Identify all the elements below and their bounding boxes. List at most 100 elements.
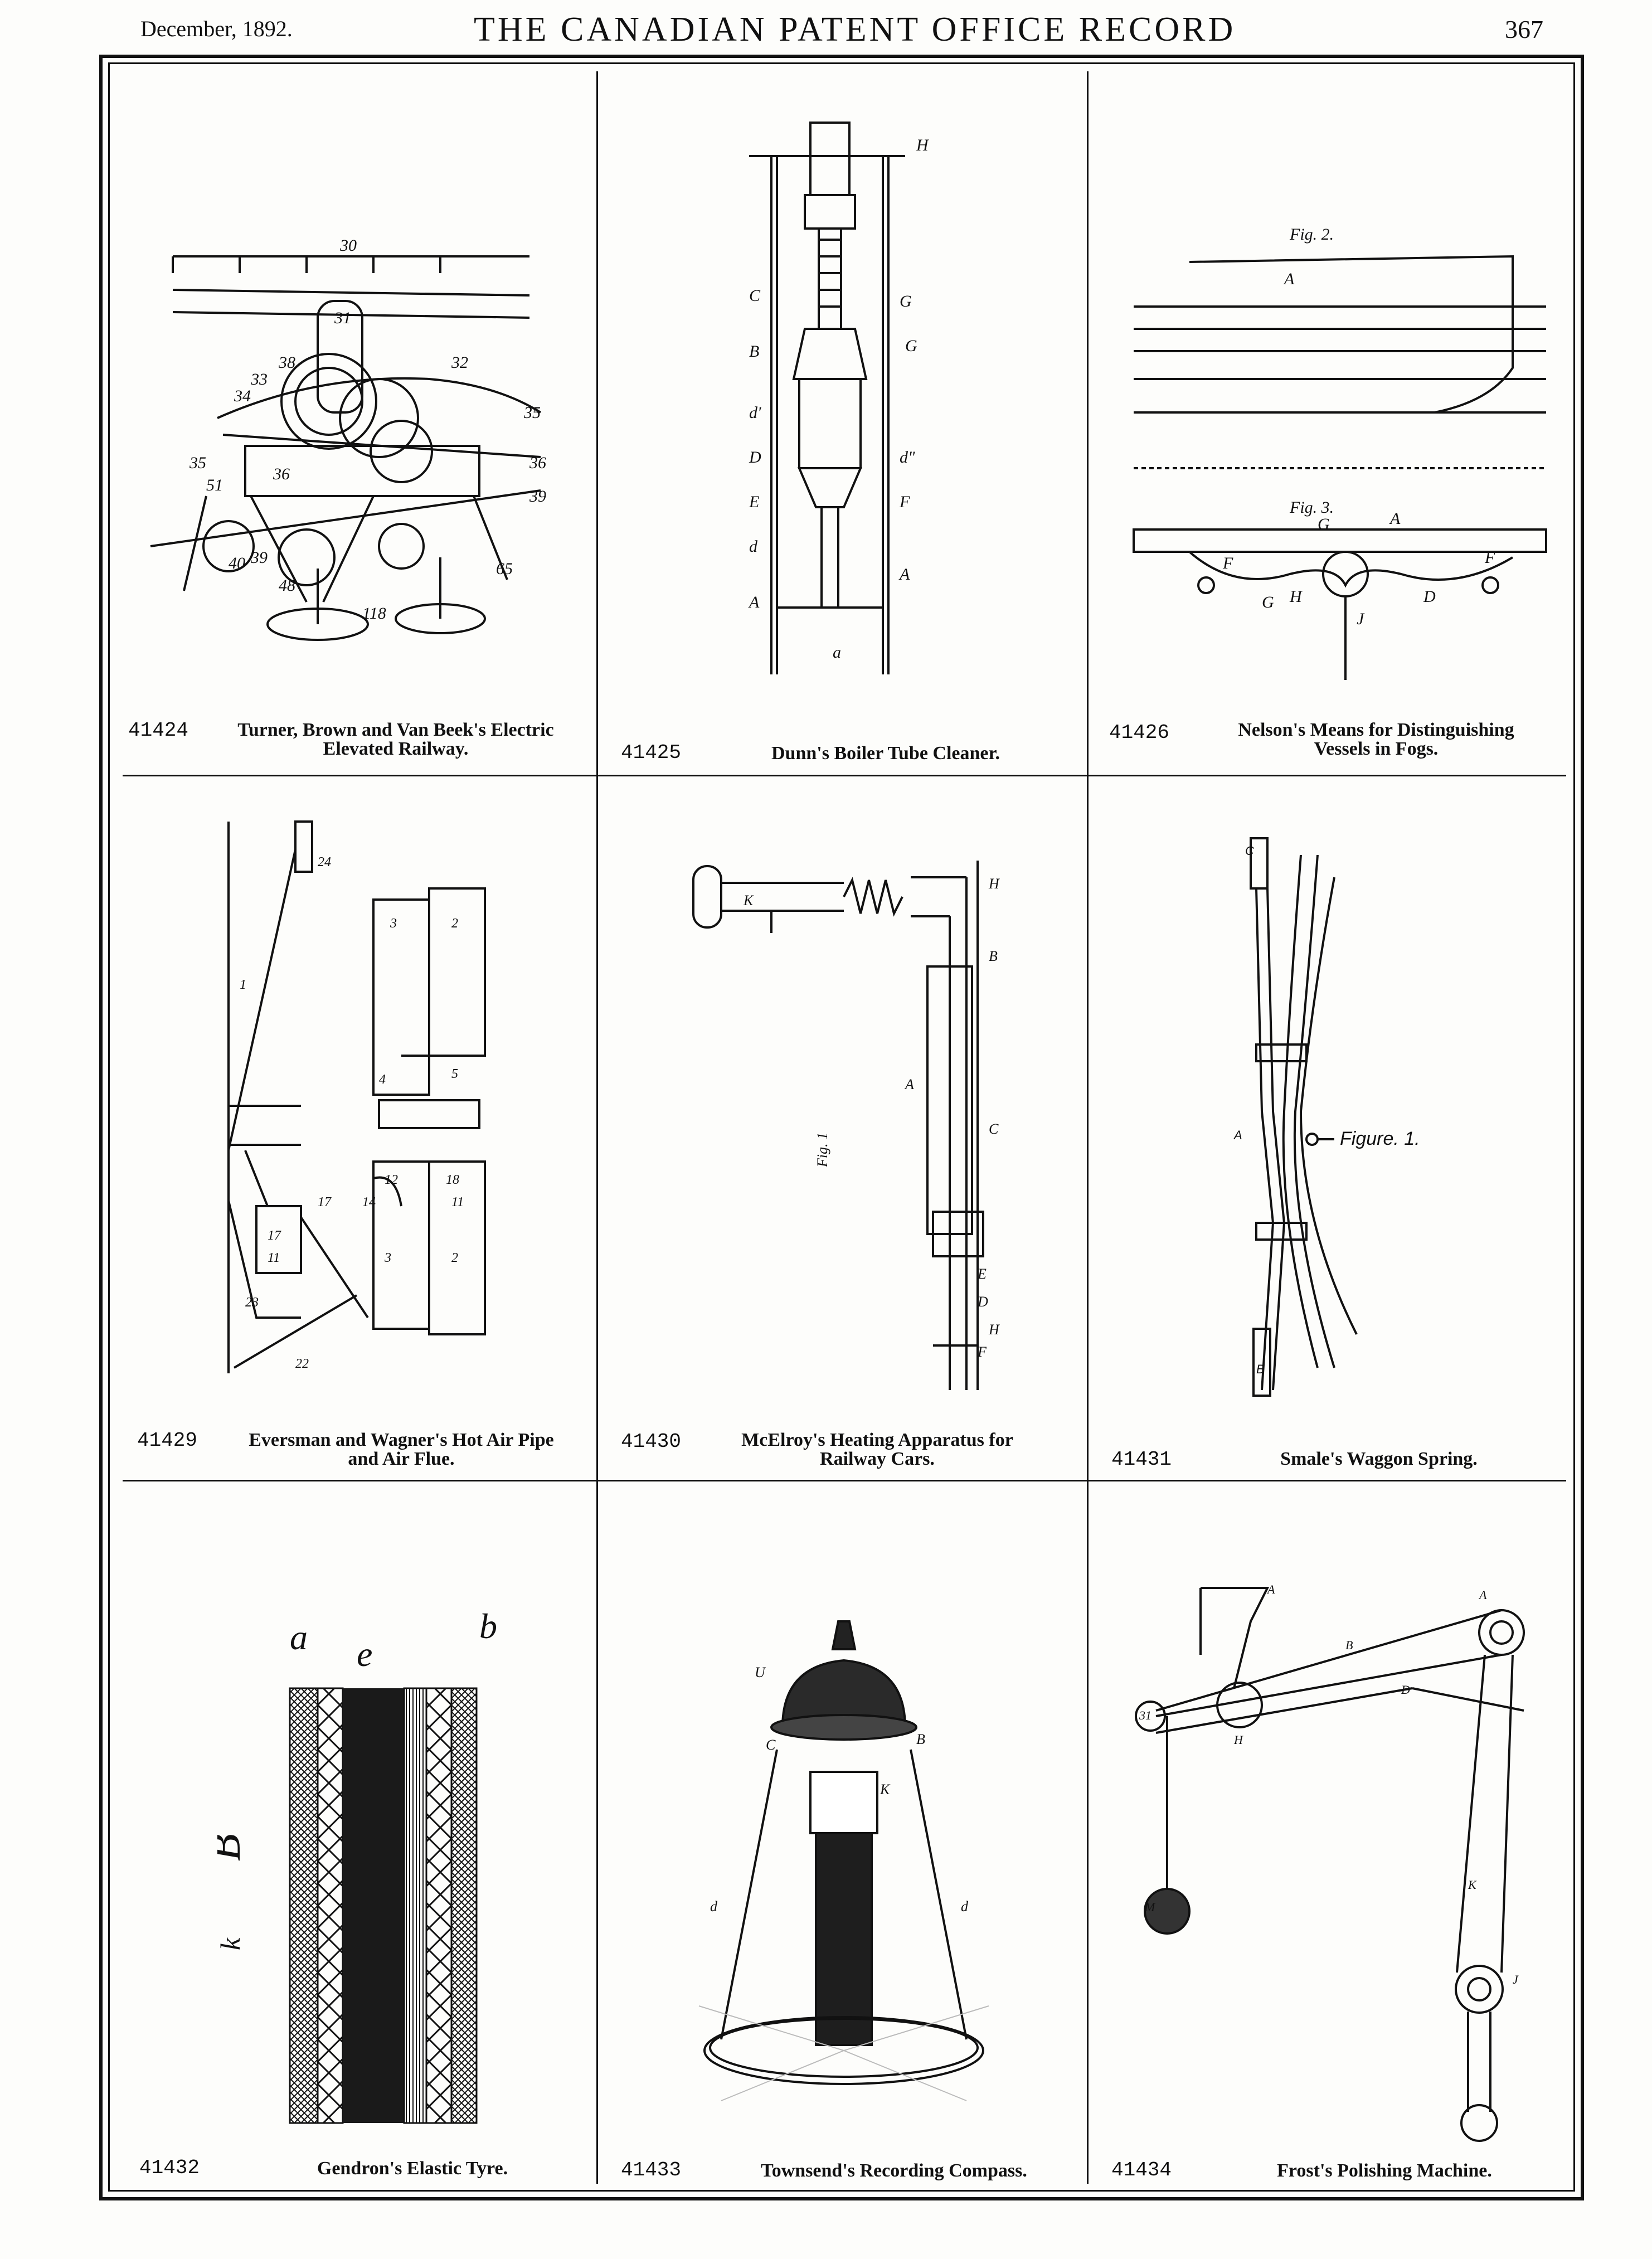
svg-text:E: E: [749, 493, 759, 511]
figure-polishing-machine: A A B D H 31 M K J: [1123, 1577, 1557, 2145]
svg-text:C: C: [749, 286, 761, 305]
patent-cell-41432: a e b B k 41432 Gendron's Elastic Tyre.: [117, 1482, 596, 2184]
svg-text:J: J: [1357, 610, 1365, 628]
svg-text:A: A: [1283, 270, 1295, 288]
figure-electric-railway: 30 31 32 38 33 34 35 36 39 35 51 36 39 4…: [139, 234, 563, 702]
svg-text:d': d': [749, 404, 761, 422]
svg-text:A: A: [1389, 509, 1401, 528]
svg-text:4: 4: [379, 1072, 386, 1087]
svg-text:A: A: [904, 1076, 914, 1092]
svg-text:H: H: [988, 876, 1000, 892]
patent-cell-41425: H C B G G D d' E d A d" F A a 41425: [599, 72, 1087, 775]
figure-waggon-spring: Figure. 1. C A B: [1201, 833, 1457, 1418]
patent-number: 41425: [621, 741, 682, 764]
patent-number: 41424: [128, 719, 189, 742]
patent-title-line1: Frost's Polishing Machine.: [1277, 2160, 1492, 2181]
svg-text:M: M: [1144, 1900, 1156, 1914]
svg-text:A: A: [1266, 1582, 1275, 1596]
svg-text:39: 39: [529, 487, 546, 506]
column-divider-2: [1087, 71, 1089, 2184]
svg-text:Fig. 1: Fig. 1: [814, 1133, 830, 1168]
patent-cell-41433: U B C K d d 41433 Townsend's Recording C…: [599, 1482, 1087, 2184]
svg-text:C: C: [766, 1737, 776, 1753]
patent-title-line1: McElroy's Heating Apparatus for: [741, 1430, 1013, 1450]
svg-text:B: B: [217, 1834, 250, 1861]
page-header: December, 1892. THE CANADIAN PATENT OFFI…: [0, 10, 1652, 55]
svg-text:32: 32: [451, 353, 468, 372]
outer-border: [99, 55, 1584, 2200]
svg-text:A: A: [898, 565, 910, 584]
svg-text:F: F: [1222, 554, 1233, 572]
svg-text:H: H: [1233, 1733, 1243, 1747]
patent-number: 41433: [621, 2159, 682, 2182]
svg-text:35: 35: [523, 404, 541, 422]
svg-text:35: 35: [189, 454, 206, 472]
header-date: December, 1892.: [140, 16, 293, 41]
svg-text:K: K: [743, 892, 754, 909]
svg-text:B: B: [916, 1731, 925, 1747]
svg-text:36: 36: [273, 465, 290, 483]
svg-text:D: D: [749, 448, 761, 467]
patent-number: 41431: [1111, 1448, 1172, 1471]
svg-text:Fig. 2.: Fig. 2.: [1289, 225, 1334, 244]
svg-text:18: 18: [446, 1173, 459, 1187]
figure-elastic-tyre: a e b B k: [217, 1605, 518, 2140]
patent-title-line1: Dunn's Boiler Tube Cleaner.: [771, 743, 1000, 764]
svg-text:k: k: [217, 1937, 246, 1950]
figure-boiler-tube-cleaner: H C B G G D d' E d A d" F A a: [738, 117, 950, 680]
svg-text:Figure. 1.: Figure. 1.: [1340, 1128, 1420, 1149]
svg-text:51: 51: [206, 476, 223, 494]
svg-text:H: H: [916, 136, 930, 154]
svg-text:F: F: [1484, 548, 1495, 567]
svg-text:d: d: [710, 1898, 718, 1915]
svg-text:G: G: [900, 292, 912, 310]
svg-text:Fig. 3.: Fig. 3.: [1289, 498, 1334, 517]
patent-title-line2: Vessels in Fogs.: [1314, 739, 1439, 759]
svg-text:31: 31: [334, 309, 351, 327]
svg-text:38: 38: [278, 353, 295, 372]
patent-number: 41430: [621, 1430, 682, 1453]
svg-text:22: 22: [295, 1357, 309, 1371]
svg-text:K: K: [880, 1781, 891, 1798]
svg-text:31: 31: [1139, 1708, 1151, 1722]
svg-text:D: D: [1401, 1683, 1410, 1697]
svg-text:B: B: [1256, 1362, 1265, 1376]
svg-text:3: 3: [390, 916, 397, 931]
svg-text:A: A: [1233, 1128, 1242, 1142]
patent-title-line1: Eversman and Wagner's Hot Air Pipe: [249, 1430, 554, 1450]
patent-cell-41434: A A B D H 31 M K J 41434 Frost's Polishi…: [1089, 1482, 1577, 2184]
svg-text:d": d": [900, 448, 915, 467]
svg-text:F: F: [977, 1344, 987, 1360]
patent-title-line2: Elevated Railway.: [323, 739, 469, 759]
svg-text:11: 11: [268, 1251, 280, 1265]
column-divider-1: [596, 71, 598, 2184]
caption-41429: 41429 Eversman and Wagner's Hot Air Pipe…: [117, 1429, 596, 1479]
svg-text:33: 33: [250, 370, 268, 388]
patent-title-line2: and Air Flue.: [348, 1449, 455, 1469]
svg-text:2: 2: [451, 1251, 458, 1265]
patent-cell-41424: 30 31 32 38 33 34 35 36 39 35 51 36 39 4…: [117, 72, 596, 775]
patent-cell-41429: 24 1 3 2 5 4 12 14 18 11 2 3 17 11 17 23: [117, 777, 596, 1479]
svg-text:1: 1: [240, 978, 246, 992]
patent-title-line1: Gendron's Elastic Tyre.: [317, 2158, 508, 2179]
patent-title-line1: Turner, Brown and Van Beek's Electric: [237, 720, 554, 740]
svg-text:a: a: [833, 643, 841, 662]
header-title: THE CANADIAN PATENT OFFICE RECORD: [474, 11, 1236, 48]
patent-title-line1: Nelson's Means for Distinguishing: [1238, 720, 1514, 740]
svg-text:J: J: [1513, 1973, 1519, 1986]
svg-text:D: D: [1423, 587, 1436, 606]
inner-border: [108, 62, 1575, 2192]
patent-number: 41429: [137, 1429, 198, 1452]
svg-text:G: G: [1318, 515, 1330, 533]
patent-cell-41431: Figure. 1. C A B 41431 Smale's Waggon Sp…: [1089, 777, 1577, 1479]
svg-text:17: 17: [318, 1195, 332, 1209]
svg-text:36: 36: [529, 454, 546, 472]
svg-text:b: b: [479, 1606, 497, 1646]
svg-text:G: G: [1262, 593, 1274, 611]
svg-text:24: 24: [318, 855, 331, 869]
svg-text:14: 14: [362, 1195, 376, 1209]
svg-text:G: G: [905, 337, 917, 355]
svg-text:11: 11: [451, 1195, 464, 1209]
svg-text:30: 30: [339, 236, 357, 255]
